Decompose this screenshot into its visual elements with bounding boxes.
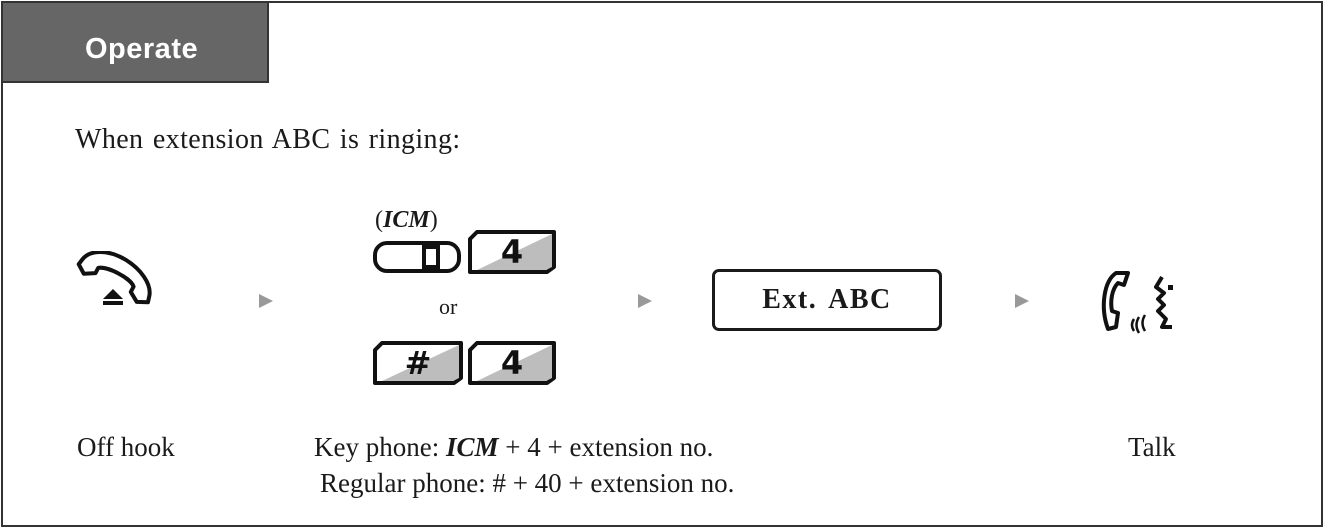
caption-talk: Talk <box>1128 432 1176 462</box>
section-header-tab: Operate <box>3 3 269 83</box>
key-4-bottom-label: 4 <box>500 344 524 382</box>
section-title: Operate <box>85 33 199 65</box>
icm-key-icon <box>373 241 461 273</box>
caption-key-phone: Key phone: ICM + 4 + extension no. <box>314 432 713 463</box>
icm-label: (ICM) <box>375 207 438 233</box>
caption-key-phone-prefix: Key phone: <box>314 432 440 462</box>
key-hash: # <box>372 340 464 386</box>
caption-key-phone-suffix: + 4 + extension no. <box>505 432 714 462</box>
extension-box: Ext. ABC <box>712 269 942 331</box>
key-4-top-label: 4 <box>500 233 524 271</box>
intro-text: When extension ABC is ringing: <box>75 124 461 155</box>
key-4-bottom: 4 <box>467 340 557 386</box>
key-hash-label: # <box>404 344 432 382</box>
key-4-top: 4 <box>467 229 557 275</box>
arrow-right-icon <box>259 294 273 308</box>
or-label: or <box>439 294 458 319</box>
arrow-right-icon <box>638 294 652 308</box>
arrow-right-icon <box>1015 294 1029 308</box>
phone-handset-off-hook-icon <box>76 251 152 305</box>
caption-regular-phone: Regular phone: # + 40 + extension no. <box>320 468 735 498</box>
caption-key-phone-icm: ICM <box>445 432 499 462</box>
talk-icon <box>1101 271 1173 334</box>
caption-off-hook: Off hook <box>77 432 175 462</box>
